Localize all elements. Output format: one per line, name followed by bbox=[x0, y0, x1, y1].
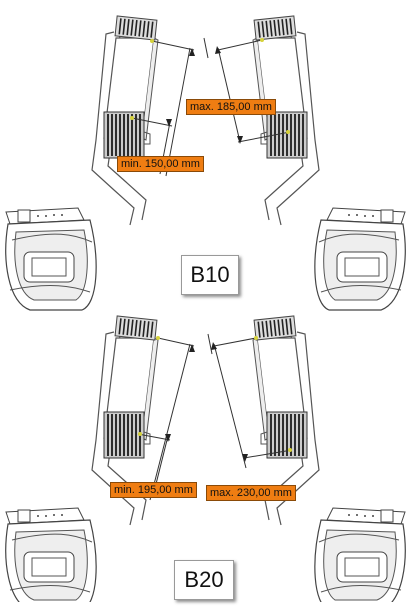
min-length-label: min. 150,00 mm bbox=[117, 156, 204, 172]
model-label: B10 bbox=[181, 255, 239, 295]
pedal-arm-icon bbox=[252, 315, 407, 607]
max-length-label: max. 185,00 mm bbox=[186, 99, 276, 115]
max-length-label: max. 230,00 mm bbox=[206, 485, 296, 501]
pedal-arm-icon bbox=[4, 315, 159, 607]
pedal-arm-icon bbox=[252, 15, 407, 311]
model-label: B20 bbox=[174, 560, 234, 600]
min-length-label: min. 195,00 mm bbox=[110, 482, 197, 498]
